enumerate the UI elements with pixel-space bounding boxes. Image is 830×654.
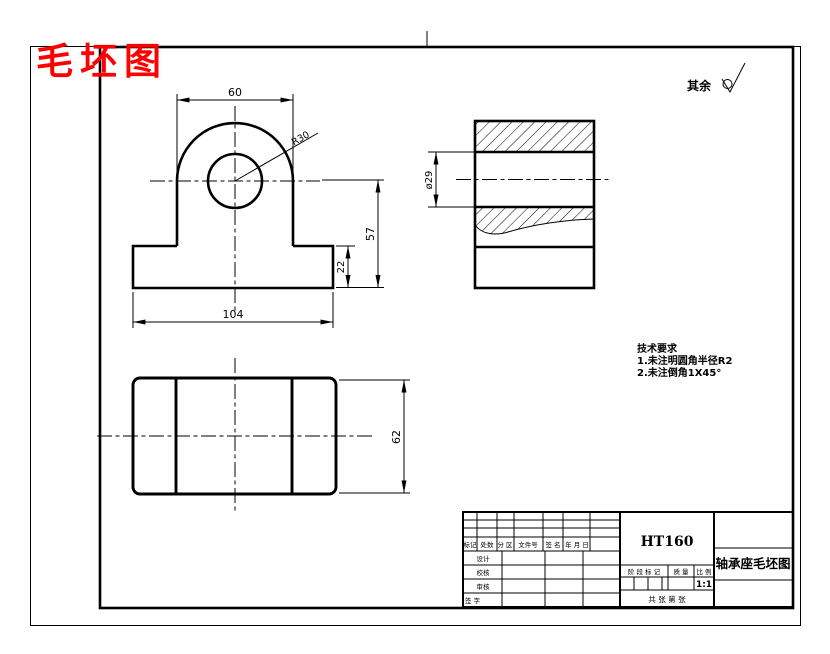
header-sign: 签 名 [545, 540, 560, 549]
dim-104-label: 104 [223, 308, 244, 321]
header-date: 年 月 日 [565, 540, 589, 549]
dim-62-label: 62 [390, 430, 403, 444]
sheet-count-label: 共 张 第 张 [648, 594, 686, 604]
revision-table: 标记 处数 分 区 文件号 签 名 年 月 日 设计 校核 审核 签 字 [463, 512, 620, 607]
scale-value: 1:1 [696, 580, 712, 590]
sig-row-2: 校核 [477, 568, 491, 577]
mass-label: 质 量 [673, 567, 689, 576]
page-title: 毛坯图 [36, 39, 168, 83]
hole-dia-label: ø29 [424, 171, 435, 190]
material-scale-section: HT160 阶 段 标 记 质 量 比 例 1:1 共 张 第 张 [620, 534, 714, 604]
rest-label: 其余 [687, 78, 712, 93]
dim-22: 22 [336, 245, 355, 288]
header-zone: 分 区 [497, 540, 513, 549]
sig-row-1: 设计 [477, 554, 491, 563]
tech-req-item-2: 2.未注倒角1X45° [637, 366, 721, 379]
radius-leader: R30 [234, 129, 319, 182]
dim-57: 57 [322, 179, 384, 288]
dim-104: 104 [132, 292, 334, 328]
drawing-title-label: 轴承座毛坯图 [715, 556, 790, 571]
header-file: 文件号 [518, 540, 538, 549]
material-label: HT160 [641, 534, 694, 550]
stage-label: 阶 段 标 记 [628, 567, 661, 576]
dim-22-label: 22 [336, 261, 347, 274]
plan-view: 62 [97, 358, 410, 512]
inner-border [98, 45, 795, 610]
tower-outline [175, 121, 295, 246]
sig-row-3: 审核 [477, 582, 491, 591]
header-mark: 标记 [464, 540, 478, 549]
dim-57-label: 57 [364, 227, 377, 241]
side-outline [473, 119, 596, 290]
header-count: 处数 [481, 540, 495, 549]
tech-req-item-1: 1.未注明圆角半径R2 [637, 354, 732, 367]
sig-row-4: 签 字 [465, 596, 481, 605]
surface-finish-note: 其余 [687, 62, 746, 94]
dim-hole-dia: ø29 [424, 151, 475, 208]
base-outline [131, 244, 335, 290]
dim-60-label: 60 [228, 86, 242, 99]
front-view: 60 R30 57 22 104 [131, 86, 384, 328]
side-section-view: ø29 [424, 119, 612, 290]
tech-requirements: 技术要求 1.未注明圆角半径R2 2.未注倒角1X45° [637, 342, 732, 379]
break-wavy-line [475, 218, 595, 235]
roughness-symbol-icon [721, 62, 746, 94]
dim-60: 60 [176, 86, 294, 176]
title-block-border [462, 511, 794, 608]
drawing-title-section: 轴承座毛坯图 [714, 547, 793, 581]
hatch-top-band [476, 122, 594, 151]
title-block: 标记 处数 分 区 文件号 签 名 年 月 日 设计 校核 审核 签 字 HT1… [462, 511, 794, 608]
sheet-frame [30, 31, 801, 626]
tech-req-heading: 技术要求 [637, 342, 678, 355]
hatch-partial-band [476, 208, 594, 234]
scale-label: 比 例 [696, 567, 711, 576]
dim-62: 62 [339, 379, 410, 494]
